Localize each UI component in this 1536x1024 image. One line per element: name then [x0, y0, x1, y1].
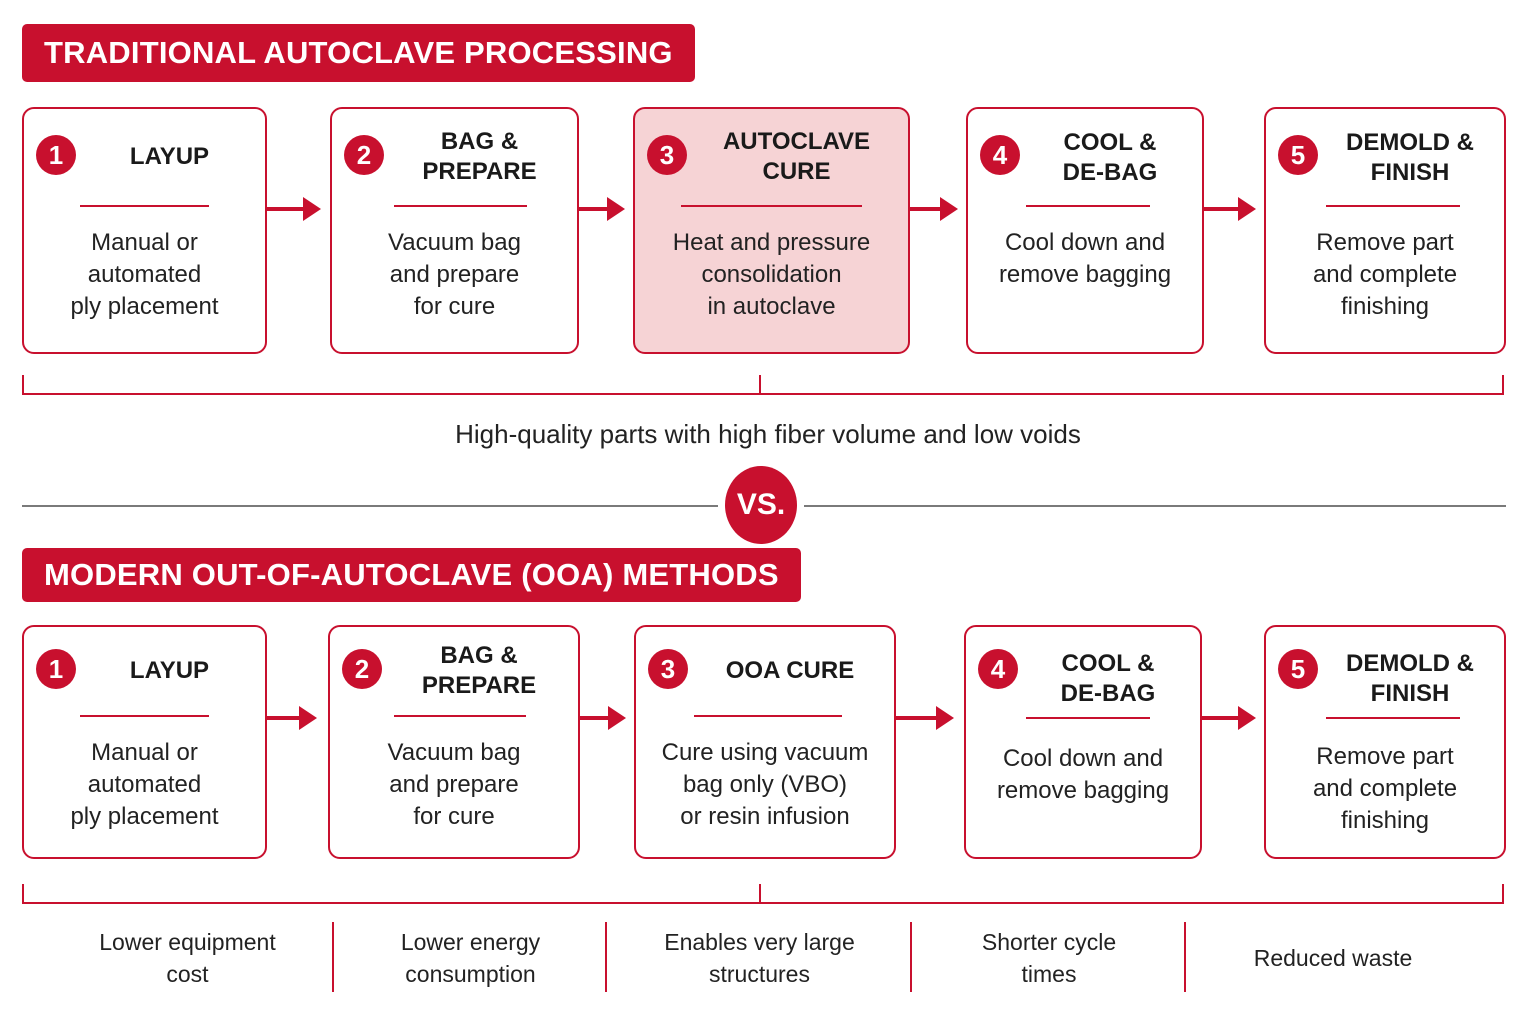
- benefit-separator: [1184, 922, 1186, 992]
- step-divider: [394, 205, 527, 207]
- modern-step-3: 3 OOA CURE Cure using vacuum bag only (V…: [634, 625, 896, 859]
- step-number-badge: 2: [342, 649, 382, 689]
- step-description: Vacuum bag and prepare for cure: [388, 229, 521, 320]
- step-number-badge: 5: [1278, 135, 1318, 175]
- flow-arrow: [267, 197, 321, 221]
- traditional-step-3: 3 AUTOCLAVE CURE Heat and pressure conso…: [633, 107, 910, 354]
- traditional-step-5: 5 DEMOLD & FINISH Remove part and comple…: [1264, 107, 1506, 354]
- flow-arrow: [579, 197, 625, 221]
- benefit-item: Lower energy consumption: [400, 929, 541, 987]
- step-title: LAYUP: [129, 657, 210, 684]
- step-divider: [394, 715, 526, 717]
- traditional-step-4: 4 COOL & DE-BAG Cool down and remove bag…: [966, 107, 1204, 354]
- flow-arrow: [580, 706, 626, 730]
- step-number-badge: 4: [978, 649, 1018, 689]
- step-divider: [80, 715, 209, 717]
- step-divider: [1026, 205, 1150, 207]
- step-description: Manual or automated ply placement: [70, 739, 219, 830]
- traditional-step-1: 1 LAYUP Manual or automated ply placemen…: [22, 107, 267, 354]
- traditional-heading: TRADITIONAL AUTOCLAVE PROCESSING: [22, 24, 695, 82]
- step-description: Vacuum bag and prepare for cure: [387, 739, 521, 830]
- step-number-badge: 2: [344, 135, 384, 175]
- benefit-item: Enables very large structures: [664, 929, 855, 987]
- step-title: BAG & PREPARE: [422, 128, 537, 185]
- step-title: COOL & DE-BAG: [1062, 129, 1158, 186]
- benefit-item: Lower equipment cost: [99, 929, 276, 987]
- flow-arrow: [1204, 197, 1256, 221]
- step-title: DEMOLD & FINISH: [1346, 129, 1474, 186]
- flow-arrow: [1202, 706, 1256, 730]
- step-divider: [1326, 717, 1460, 719]
- step-description: Cool down and remove bagging: [998, 229, 1172, 288]
- traditional-step-2: 2 BAG & PREPARE Vacuum bag and prepare f…: [330, 107, 579, 354]
- step-title: DEMOLD & FINISH: [1346, 650, 1474, 707]
- flow-arrow: [267, 706, 317, 730]
- modern-step-5: 5 DEMOLD & FINISH Remove part and comple…: [1264, 625, 1506, 859]
- benefit-item: Reduced waste: [1253, 945, 1413, 971]
- modern-step-2: 2 BAG & PREPARE Vacuum bag and prepare f…: [328, 625, 580, 859]
- benefit-separator: [910, 922, 912, 992]
- traditional-summary: High-quality parts with high fiber volum…: [455, 419, 1081, 449]
- divider-line-right: [804, 505, 1506, 507]
- step-title: COOL & DE-BAG: [1060, 650, 1156, 707]
- step-divider: [80, 205, 209, 207]
- step-description: Manual or automated ply placement: [70, 229, 219, 320]
- modern-step-1: 1 LAYUP Manual or automated ply placemen…: [22, 625, 267, 859]
- step-number-badge: 3: [647, 135, 687, 175]
- modern-step-4: 4 COOL & DE-BAG Cool down and remove bag…: [964, 625, 1202, 859]
- step-description: Remove part and complete finishing: [1312, 743, 1458, 834]
- step-number-badge: 5: [1278, 649, 1318, 689]
- step-title: BAG & PREPARE: [421, 642, 537, 699]
- step-title: LAYUP: [129, 143, 210, 170]
- step-divider: [681, 205, 862, 207]
- step-divider: [694, 715, 842, 717]
- flow-arrow: [910, 197, 958, 221]
- modern-heading: MODERN OUT-OF-AUTOCLAVE (OOA) METHODS: [22, 548, 801, 602]
- flow-arrow: [896, 706, 954, 730]
- step-number-badge: 3: [648, 649, 688, 689]
- step-number-badge: 4: [980, 135, 1020, 175]
- step-description: Cure using vacuum bag only (VBO) or resi…: [661, 739, 869, 830]
- step-number-badge: 1: [36, 135, 76, 175]
- step-description: Heat and pressure consolidation in autoc…: [672, 229, 871, 320]
- step-description: Cool down and remove bagging: [996, 745, 1170, 804]
- step-number-badge: 1: [36, 649, 76, 689]
- benefit-separator: [605, 922, 607, 992]
- step-divider: [1026, 717, 1150, 719]
- step-divider: [1326, 205, 1460, 207]
- benefit-separator: [332, 922, 334, 992]
- benefit-item: Shorter cycle times: [981, 929, 1117, 987]
- step-description: Remove part and complete finishing: [1312, 229, 1458, 320]
- step-title: OOA CURE: [725, 657, 855, 684]
- divider-line-left: [22, 505, 718, 507]
- vs-badge: VS.: [725, 466, 797, 544]
- step-title: AUTOCLAVE CURE: [722, 128, 871, 185]
